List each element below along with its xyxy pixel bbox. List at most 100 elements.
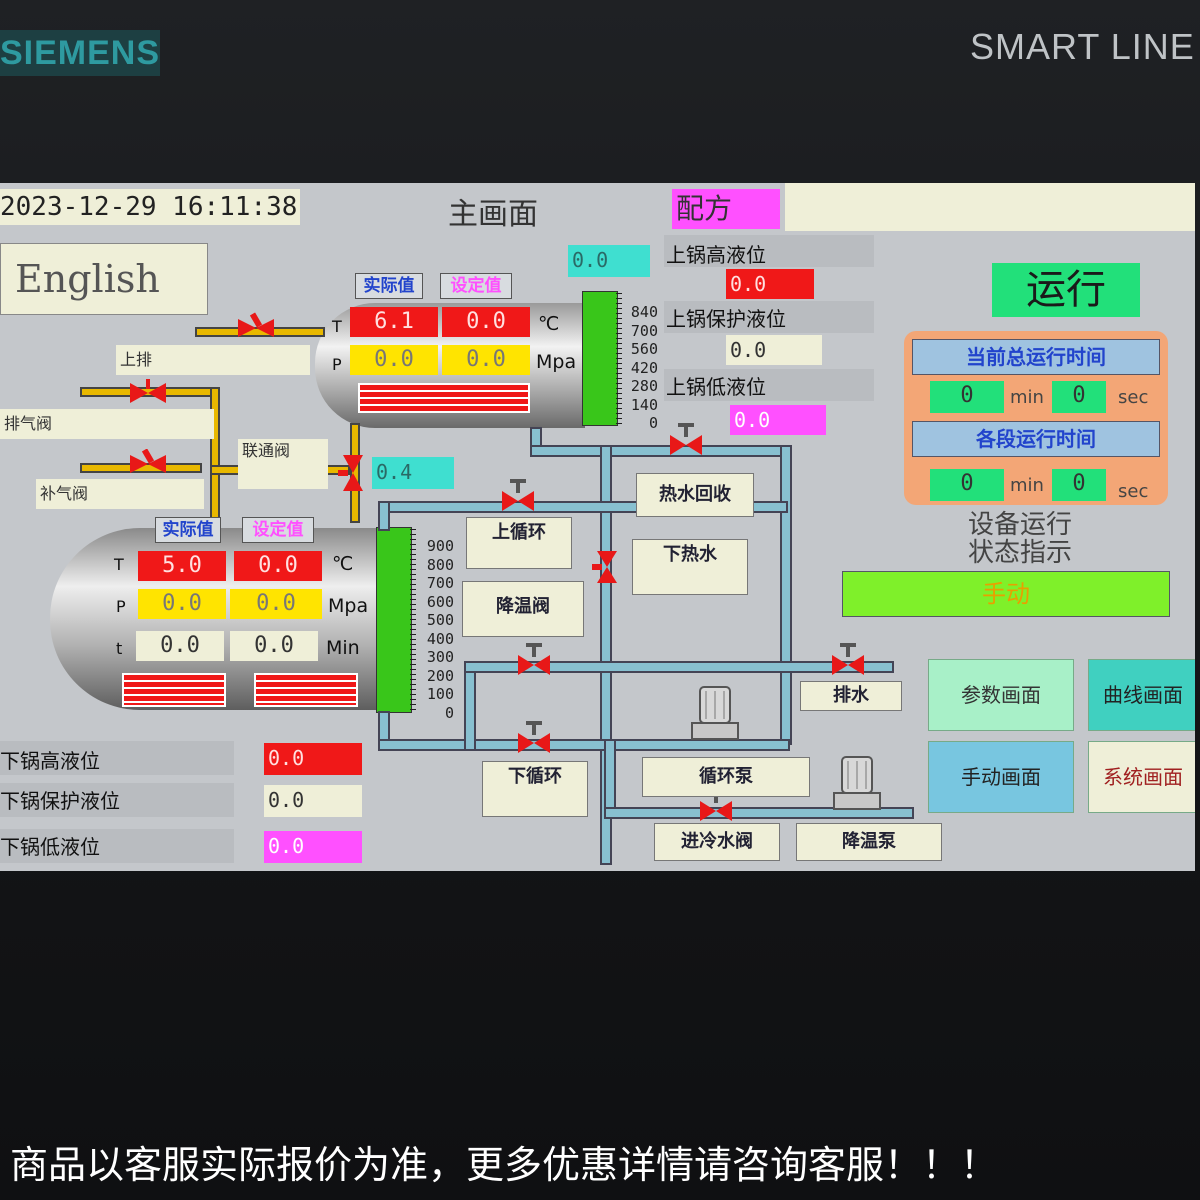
- cooling-valve-label: 降温阀: [462, 581, 584, 637]
- pipe-cooling-vertical: [464, 661, 476, 751]
- lower-temp-actual: 5.0: [138, 551, 226, 581]
- upper-level-high-row: [664, 235, 874, 267]
- valve-icon[interactable]: [128, 449, 168, 479]
- cooling-pump-icon[interactable]: [830, 755, 884, 813]
- circ-pump-label: 循环泵: [642, 757, 810, 797]
- smart-line-label: SMART LINE: [970, 26, 1195, 67]
- lower-press-actual: 0.0: [138, 589, 226, 619]
- lower-time-set[interactable]: 0.0: [230, 631, 318, 661]
- lower-level-ticks: [410, 529, 416, 711]
- lower-p-label: P: [116, 597, 126, 616]
- exhaust-valve-label: 排气阀: [0, 409, 214, 439]
- lower-heater-element-2: [254, 673, 358, 707]
- link-valve-label: 联通阀: [238, 439, 328, 489]
- pipe-segment: [378, 501, 390, 531]
- upper-level-bar: [582, 291, 618, 426]
- upper-level-top-value: 0.0: [568, 245, 650, 277]
- pipe-cooling-horizontal: [464, 661, 894, 673]
- lower-circ-valve-icon[interactable]: [516, 721, 552, 755]
- system-screen-button[interactable]: 系统画面: [1088, 741, 1195, 813]
- lower-hot-label: 下热水: [632, 539, 748, 595]
- indicator-label: 设备运行 状态指示: [968, 510, 1073, 568]
- manual-screen-button[interactable]: 手动画面: [928, 741, 1074, 813]
- total-min-unit: min: [1010, 387, 1044, 408]
- total-sec-unit: sec: [1118, 387, 1149, 408]
- lower-time-unit: Min: [326, 637, 360, 659]
- siemens-logo: SIEMENS: [0, 34, 161, 72]
- lower-press-set[interactable]: 0.0: [230, 589, 322, 619]
- lower-temp-set[interactable]: 0.0: [234, 551, 322, 581]
- upper-circ-label: 上循环: [466, 517, 572, 569]
- lower-hot-valve-icon[interactable]: [592, 549, 622, 585]
- lower-tag-set: 设定值: [242, 517, 314, 543]
- upper-level-ticks: [616, 293, 622, 425]
- upper-tag-actual: 实际值: [355, 273, 423, 299]
- valve-icon[interactable]: [128, 379, 168, 407]
- lower-level-low-row: [0, 829, 234, 863]
- upper-press-set[interactable]: 0.0: [442, 345, 530, 375]
- upper-tag-set: 设定值: [440, 273, 512, 299]
- link-pipe-right: [350, 423, 360, 523]
- param-screen-button[interactable]: 参数画面: [928, 659, 1074, 731]
- upper-level-protect-value[interactable]: 0.0: [726, 335, 822, 365]
- upper-temp-actual: 6.1: [350, 307, 438, 337]
- stage-sec-unit: sec: [1118, 481, 1149, 502]
- hot-recovery-valve-icon[interactable]: [668, 423, 704, 457]
- upper-temp-unit: ℃: [538, 313, 560, 335]
- upper-press-actual: 0.0: [350, 345, 438, 375]
- upper-level-protect-row: [664, 301, 874, 333]
- link-valve-icon[interactable]: [338, 453, 368, 493]
- upper-circ-valve-icon[interactable]: [500, 479, 536, 513]
- curve-screen-button[interactable]: 曲线画面: [1088, 659, 1195, 731]
- lower-level-low-value: 0.0: [264, 831, 362, 863]
- link-pipe-vertical: [210, 387, 220, 527]
- total-time-min: 0: [930, 381, 1004, 413]
- lower-level-low-label: 下锅低液位: [0, 835, 100, 859]
- datetime-display: 2023-12-29 16:11:38: [0, 189, 300, 225]
- upper-level-high-value: 0.0: [726, 269, 814, 299]
- upper-temp-set[interactable]: 0.0: [442, 307, 530, 337]
- upper-exhaust-label: 上排: [116, 345, 310, 375]
- lower-tag-actual: 实际值: [155, 517, 221, 543]
- recipe-button[interactable]: 配方: [672, 189, 780, 229]
- link-valve-value: 0.4: [372, 457, 454, 489]
- pipe-top-horizontal: [530, 445, 792, 457]
- upper-level-protect-label: 上锅保护液位: [666, 307, 786, 331]
- lower-t-label: T: [114, 555, 124, 574]
- lower-level-high-label: 下锅高液位: [0, 749, 100, 773]
- lower-level-protect-value[interactable]: 0.0: [264, 785, 362, 817]
- upper-level-low-label: 上锅低液位: [666, 375, 766, 399]
- lower-heater-element-1: [122, 673, 226, 707]
- pipe-right-vertical: [780, 445, 792, 745]
- lower-level-high-value: 0.0: [264, 743, 362, 775]
- upper-t-label: T: [332, 317, 342, 336]
- hot-recovery-label: 热水回收: [636, 473, 754, 517]
- upper-heater-element: [358, 383, 530, 413]
- stage-time-min: 0: [930, 469, 1004, 501]
- cold-inlet-label: 进冷水阀: [654, 823, 780, 861]
- circulation-pump-icon[interactable]: [688, 685, 742, 743]
- lower-circ-label: 下循环: [482, 761, 588, 817]
- valve-icon[interactable]: [236, 311, 276, 345]
- total-time-sec: 0: [1052, 381, 1106, 413]
- lower-level-protect-label: 下锅保护液位: [0, 789, 120, 813]
- message-bar: [785, 183, 1195, 231]
- siemens-logo-box: [0, 30, 160, 76]
- hmi-screen: 2023-12-29 16:11:38 主画面 配方 English 实际值 设…: [0, 183, 1195, 871]
- lower-level-high-row: [0, 741, 234, 775]
- stage-time-sec: 0: [1052, 469, 1106, 501]
- total-time-label: 当前总运行时间: [912, 339, 1160, 375]
- pipe-lower-circ: [378, 739, 790, 751]
- upper-level-low-row: [664, 369, 874, 401]
- mode-indicator: 手动: [842, 571, 1170, 617]
- drain-valve-icon[interactable]: [830, 643, 866, 677]
- stage-time-label: 各段运行时间: [912, 421, 1160, 457]
- lower-press-unit: Mpa: [328, 595, 369, 617]
- english-button[interactable]: English: [0, 243, 208, 315]
- upper-level-low-value: 0.0: [730, 405, 826, 435]
- cooling-valve-icon[interactable]: [516, 643, 552, 677]
- upper-press-unit: Mpa: [536, 351, 577, 373]
- cooling-pump-label: 降温泵: [796, 823, 942, 861]
